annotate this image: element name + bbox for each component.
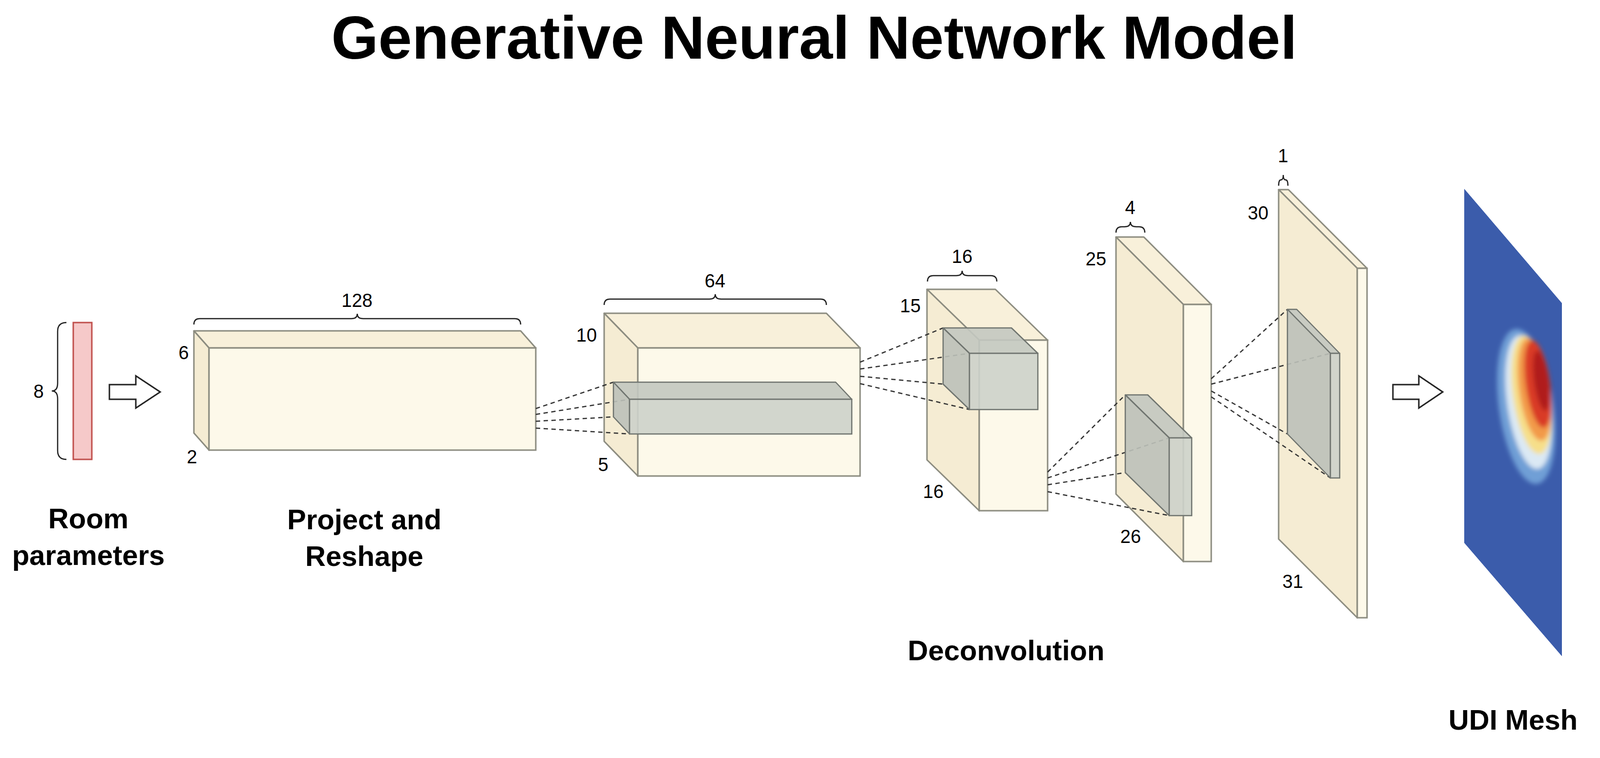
dimension-number: 26 bbox=[1120, 524, 1141, 549]
cuboid-top-face bbox=[613, 381, 852, 400]
dimension-brace bbox=[51, 322, 67, 460]
section-caption: UDI Mesh bbox=[1448, 700, 1578, 738]
feature-map-cuboid bbox=[1115, 236, 1212, 562]
kernel-cuboid bbox=[943, 327, 1038, 410]
dashed-line bbox=[1211, 309, 1288, 379]
feature-map-cuboid bbox=[1278, 189, 1368, 618]
feature-map-cuboid bbox=[926, 289, 1048, 511]
cuboid-side-face bbox=[1287, 309, 1331, 478]
cuboid-top-face bbox=[193, 330, 536, 348]
feature-map-cuboid bbox=[604, 313, 861, 476]
dashed-line bbox=[535, 427, 630, 434]
kernel-cuboid bbox=[1287, 309, 1340, 478]
kernel-cuboid bbox=[613, 381, 852, 434]
dashed-line bbox=[860, 327, 944, 362]
heat-region bbox=[1488, 324, 1564, 487]
dimension-number: 15 bbox=[900, 294, 921, 318]
heat-region bbox=[1512, 335, 1558, 443]
dimension-number: 16 bbox=[923, 479, 944, 504]
cuboid-top-face bbox=[604, 313, 861, 348]
dimension-brace bbox=[193, 313, 521, 325]
dimension-number: 10 bbox=[576, 323, 597, 348]
dashed-line bbox=[1211, 390, 1288, 434]
cuboid-side-face bbox=[193, 330, 210, 450]
dimension-number: 8 bbox=[33, 379, 44, 404]
cuboid-side-face bbox=[1125, 394, 1170, 516]
heat-region bbox=[1519, 338, 1557, 429]
heat-region bbox=[1504, 333, 1558, 457]
receptive-field-lines bbox=[535, 381, 630, 434]
dimension-number: 31 bbox=[1282, 569, 1304, 594]
dimension-brace bbox=[927, 270, 997, 282]
heat-blob bbox=[1488, 324, 1564, 487]
dimension-brace bbox=[604, 294, 827, 305]
kernel-cuboid bbox=[1125, 394, 1192, 516]
cuboid-front-face bbox=[1169, 437, 1192, 516]
section-caption: Room parameters bbox=[2, 499, 174, 574]
dashed-line bbox=[860, 376, 944, 384]
dashed-line bbox=[535, 416, 614, 422]
dimension-number: 128 bbox=[341, 288, 373, 313]
dimension-number: 25 bbox=[1085, 247, 1107, 272]
dimension-number: 6 bbox=[178, 340, 189, 365]
cuboid-side-face bbox=[613, 381, 630, 434]
heat-region bbox=[1497, 332, 1560, 472]
dashed-line bbox=[1047, 472, 1126, 485]
cuboid-front-face bbox=[209, 347, 536, 450]
feature-map-cuboid bbox=[193, 330, 536, 450]
dimension-number: 2 bbox=[186, 444, 197, 469]
cuboid-front-face bbox=[629, 399, 852, 434]
diagram-title: Generative Neural Network Model bbox=[331, 0, 1298, 78]
dimension-number: 5 bbox=[597, 452, 609, 477]
heat-region bbox=[1529, 349, 1553, 412]
dashed-line bbox=[1047, 394, 1126, 472]
cuboid-side-face bbox=[1278, 189, 1358, 618]
dimension-number: 30 bbox=[1247, 201, 1269, 226]
mesh-ground bbox=[1464, 188, 1562, 656]
dimension-number: 16 bbox=[951, 244, 973, 269]
cuboid-side-face bbox=[943, 327, 970, 410]
cuboid-front-face bbox=[1357, 268, 1368, 618]
cuboid-front-face bbox=[1330, 353, 1340, 478]
dashed-line bbox=[535, 381, 614, 409]
section-caption: Deconvolution bbox=[907, 631, 1105, 669]
receptive-field-lines bbox=[860, 327, 970, 410]
dimension-number: 1 bbox=[1277, 144, 1288, 169]
section-caption: Project and Reshape bbox=[266, 500, 463, 575]
dimension-brace bbox=[1278, 174, 1288, 186]
cuboid-front-face bbox=[969, 353, 1038, 410]
receptive-field-lines bbox=[1211, 309, 1331, 478]
dimension-number: 64 bbox=[704, 269, 726, 294]
dimension-brace bbox=[1115, 221, 1145, 233]
udi-mesh-image bbox=[1464, 188, 1565, 656]
dimension-number: 4 bbox=[1124, 195, 1136, 220]
input-vector bbox=[73, 322, 92, 460]
hollow-arrow bbox=[109, 375, 161, 408]
hollow-arrow bbox=[1392, 375, 1443, 408]
